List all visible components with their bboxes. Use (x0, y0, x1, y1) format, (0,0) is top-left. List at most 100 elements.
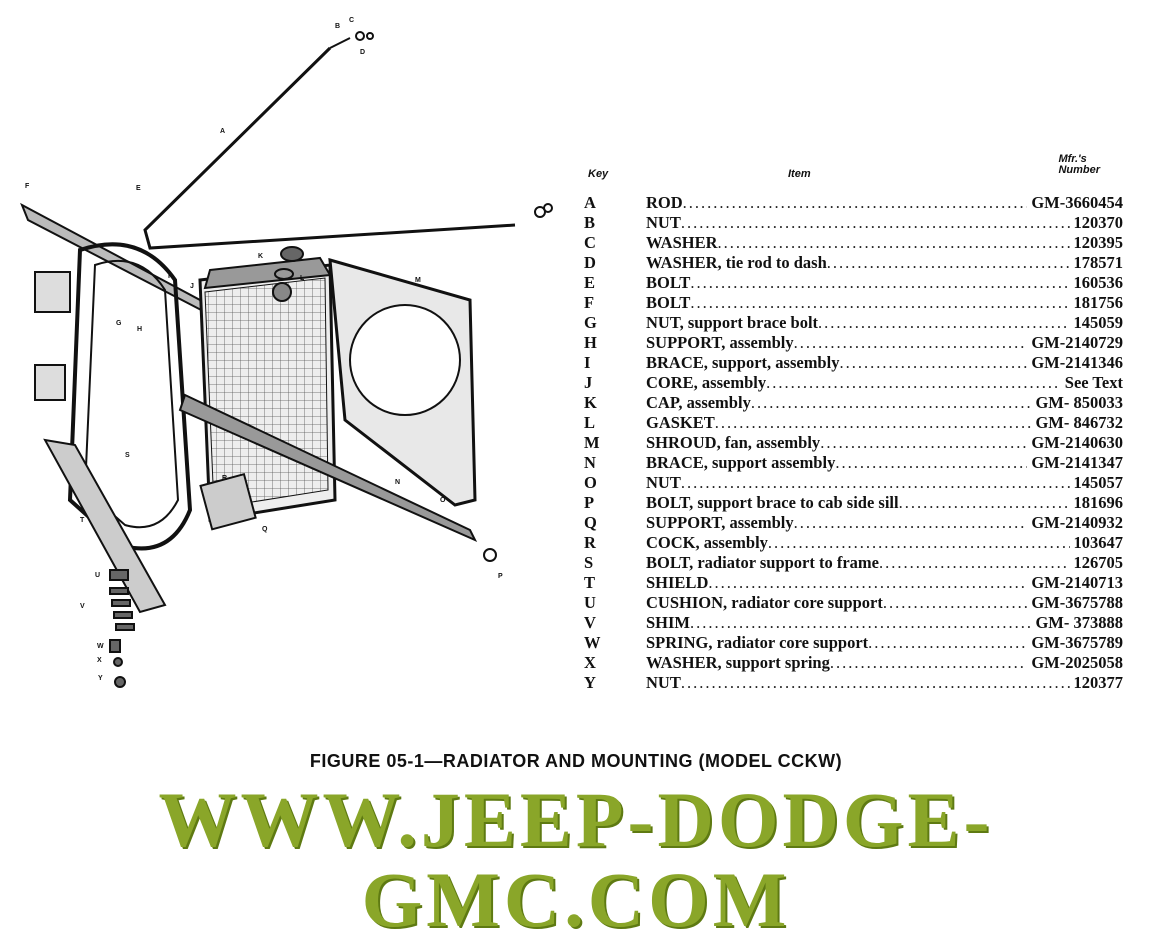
leader-dots (708, 573, 1027, 593)
row-key: Y (584, 673, 596, 692)
row-item: WASHER, tie rod to dash (646, 253, 827, 272)
leader-dots (820, 433, 1027, 453)
row-number: GM-2141346 (1031, 353, 1123, 372)
row-key: U (584, 593, 596, 612)
row-desc: SPRING, radiator core supportGM-3675789 (646, 633, 1123, 653)
row-key: O (584, 473, 597, 492)
row-desc: CORE, assembly See Text (646, 373, 1123, 393)
row-number: GM- 373888 (1035, 613, 1123, 632)
callout-k: K (258, 253, 263, 260)
row-item: CORE, assembly (646, 373, 767, 392)
website-watermark: WWW.JEEP-DODGE-GMC.COM (158, 776, 994, 943)
leader-dots (868, 633, 1027, 653)
row-desc: CUSHION, radiator core supportGM-3675788 (646, 593, 1123, 613)
table-row: D WASHER, tie rod to dash 178571 (578, 253, 1123, 273)
row-key: V (584, 613, 596, 632)
callout-d: D (360, 49, 365, 56)
row-desc: NUT, support brace bolt145059 (646, 313, 1123, 333)
row-item: NUT, support brace bolt (646, 313, 819, 332)
row-desc: BOLT, support brace to cab side sill1816… (646, 493, 1123, 513)
row-item: WASHER, support spring (646, 653, 830, 672)
row-number: GM-2141347 (1031, 453, 1123, 472)
row-key: I (584, 353, 591, 372)
row-item: SHIM (646, 613, 691, 632)
leader-dots (681, 213, 1070, 233)
mfr-header-line2: Number (1058, 164, 1100, 176)
leader-dots (768, 533, 1070, 553)
figure-caption: FIGURE 05-1—RADIATOR AND MOUNTING (MODEL… (309, 751, 843, 771)
column-header-key: Key (588, 168, 609, 180)
row-desc: NUT145057 (646, 473, 1123, 493)
support-frame (67, 242, 193, 551)
callout-t: T (80, 517, 85, 524)
table-row: FBOLT181756 (578, 293, 1123, 313)
table-row: C WASHER120395 (578, 233, 1123, 253)
callout-y: Y (98, 675, 103, 682)
table-row: U CUSHION, radiator core supportGM-367578… (578, 593, 1123, 613)
row-number: 120377 (1073, 673, 1124, 692)
callout-u: U (95, 572, 100, 579)
table-row: Y NUT 120377 (578, 673, 1123, 693)
row-key: W (584, 633, 601, 652)
row-key: H (584, 333, 597, 352)
leader-dots (835, 453, 1027, 473)
row-number: 145057 (1073, 473, 1124, 492)
leader-dots (718, 233, 1070, 253)
leader-dots (830, 653, 1027, 673)
row-item: SUPPORT, assembly (646, 333, 794, 352)
leader-dots (839, 353, 1027, 373)
row-number: 160536 (1073, 273, 1124, 292)
callout-s: S (125, 452, 130, 459)
leader-dots (794, 513, 1028, 533)
row-desc: BOLT181756 (646, 293, 1123, 313)
row-key: D (584, 253, 596, 272)
callout-q: Q (262, 526, 268, 533)
row-key: M (584, 433, 600, 452)
row-item: SHROUD, fan, assembly (646, 433, 821, 452)
callout-b: B (335, 23, 340, 30)
row-number: 181756 (1073, 293, 1124, 312)
table-row: EBOLT160536 (578, 273, 1123, 293)
row-desc: CAP, assemblyGM- 850033 (646, 393, 1123, 413)
row-item: SUPPORT, assembly (646, 513, 794, 532)
row-item: NUT (646, 673, 681, 692)
callout-h: H (137, 326, 142, 333)
leader-dots (681, 673, 1070, 693)
row-key: P (584, 493, 595, 512)
row-item: COCK, assembly (646, 533, 768, 552)
callout-w: W (97, 643, 104, 650)
row-desc: BOLT, radiator support to frame126705 (646, 553, 1123, 573)
row-number: 120370 (1073, 213, 1124, 232)
row-number: See Text (1064, 373, 1123, 392)
callout-f: F (25, 183, 30, 190)
row-item: BOLT, support brace to cab side sill (646, 493, 899, 512)
leader-dots (683, 193, 1028, 213)
row-item: BRACE, support, assembly (646, 353, 840, 372)
row-desc: WASHER, tie rod to dash 178571 (646, 253, 1123, 273)
row-item: CUSHION, radiator core support (646, 593, 883, 612)
row-number: GM-2140932 (1031, 513, 1123, 532)
row-item: SHIELD (646, 573, 709, 592)
callout-r: R (222, 475, 227, 482)
row-number: 103647 (1073, 533, 1124, 552)
row-item: NUT (646, 213, 681, 232)
table-row: N BRACE, support assembly GM-2141347 (578, 453, 1123, 473)
row-key: N (584, 453, 596, 472)
row-key: C (584, 233, 596, 252)
row-desc: WASHER120395 (646, 233, 1123, 253)
row-item: SPRING, radiator core support (646, 633, 869, 652)
table-row: TSHIELDGM-2140713 (578, 573, 1123, 593)
row-item: BRACE, support assembly (646, 453, 836, 472)
shield (43, 438, 167, 614)
table-row: BNUT120370 (578, 213, 1123, 233)
mfr-header-line1: Mfr.'s (1058, 153, 1087, 165)
callout-g: G (116, 320, 122, 327)
leader-dots (690, 613, 1031, 633)
row-number: 178571 (1073, 253, 1124, 272)
row-desc: RODGM-3660454 (646, 193, 1123, 213)
table-row: W SPRING, radiator core supportGM-3675789 (578, 633, 1123, 653)
